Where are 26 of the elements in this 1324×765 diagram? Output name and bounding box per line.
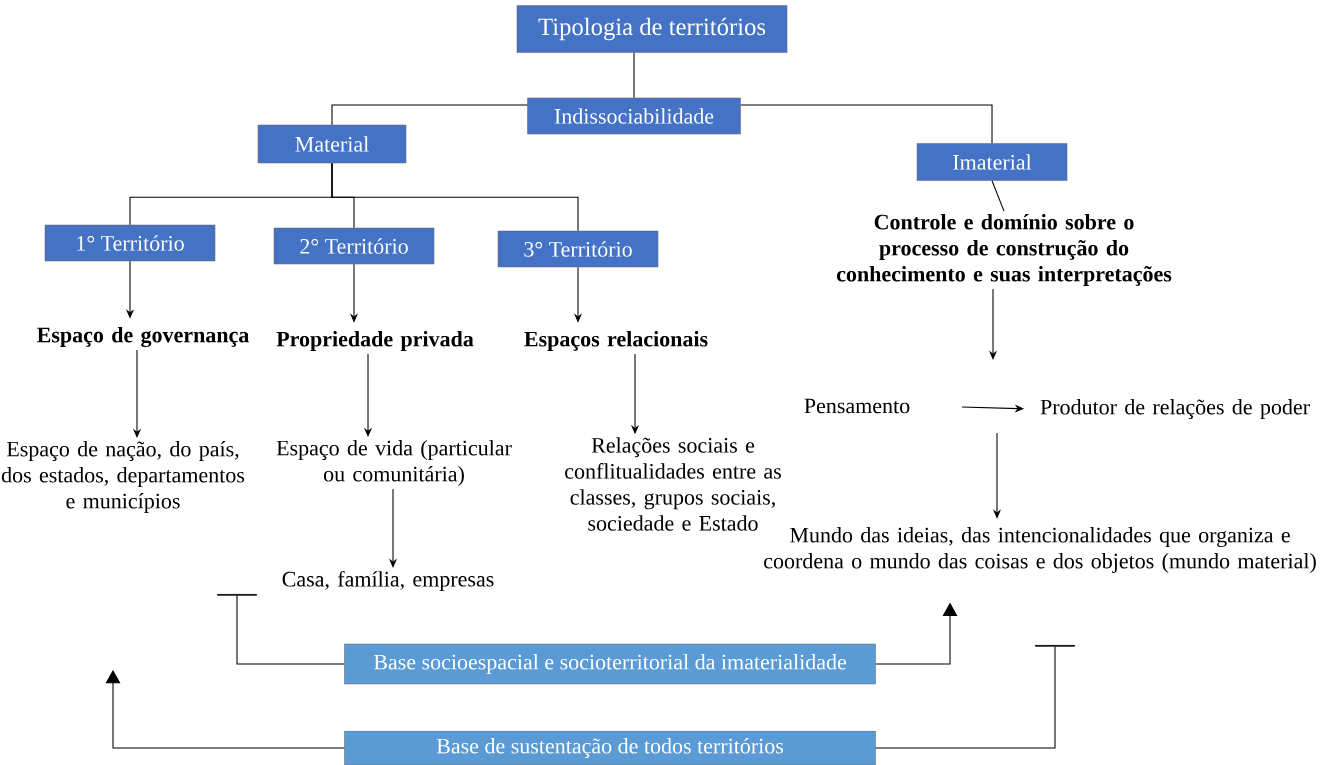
heading-text: Espaço de governança xyxy=(37,326,249,348)
label-box: Material xyxy=(257,124,407,164)
label-box: Base de sustentação de todos territórios xyxy=(344,730,876,765)
label-box: 1° Território xyxy=(44,224,216,262)
label-box: 2° Território xyxy=(273,227,435,265)
body-text: Casa, família, empresas xyxy=(282,570,494,592)
label-box: Tipologia de territórios xyxy=(516,5,788,53)
connector xyxy=(875,645,1075,749)
connector xyxy=(105,670,345,749)
connector xyxy=(331,104,528,126)
connector xyxy=(991,180,1005,212)
body-text: Espaço de nação, do país, dos estados, departamentos e municípios xyxy=(1,441,245,513)
label-box: 3° Território xyxy=(497,230,659,268)
connector xyxy=(740,104,993,144)
label-box: Indissociabilidade xyxy=(527,97,741,135)
label-box: Base socioespacial e socioterritorial da imaterialidade xyxy=(344,643,876,685)
connector xyxy=(331,162,579,232)
body-text: Produtor de relações de poder xyxy=(1040,399,1310,419)
body-text: Espaço de vida (particular ou comunitária) xyxy=(276,440,512,486)
heading-text: Espaços relacionais xyxy=(524,331,708,351)
heading-text: Propriedade privada xyxy=(276,331,474,351)
label-box: Imaterial xyxy=(916,143,1068,181)
connector xyxy=(217,594,345,665)
heading-text: Controle e domínio sobre o processo de construção do conhecimento e suas interpretações xyxy=(836,214,1172,286)
body-text: Pensamento xyxy=(804,398,910,414)
connector xyxy=(633,52,635,99)
